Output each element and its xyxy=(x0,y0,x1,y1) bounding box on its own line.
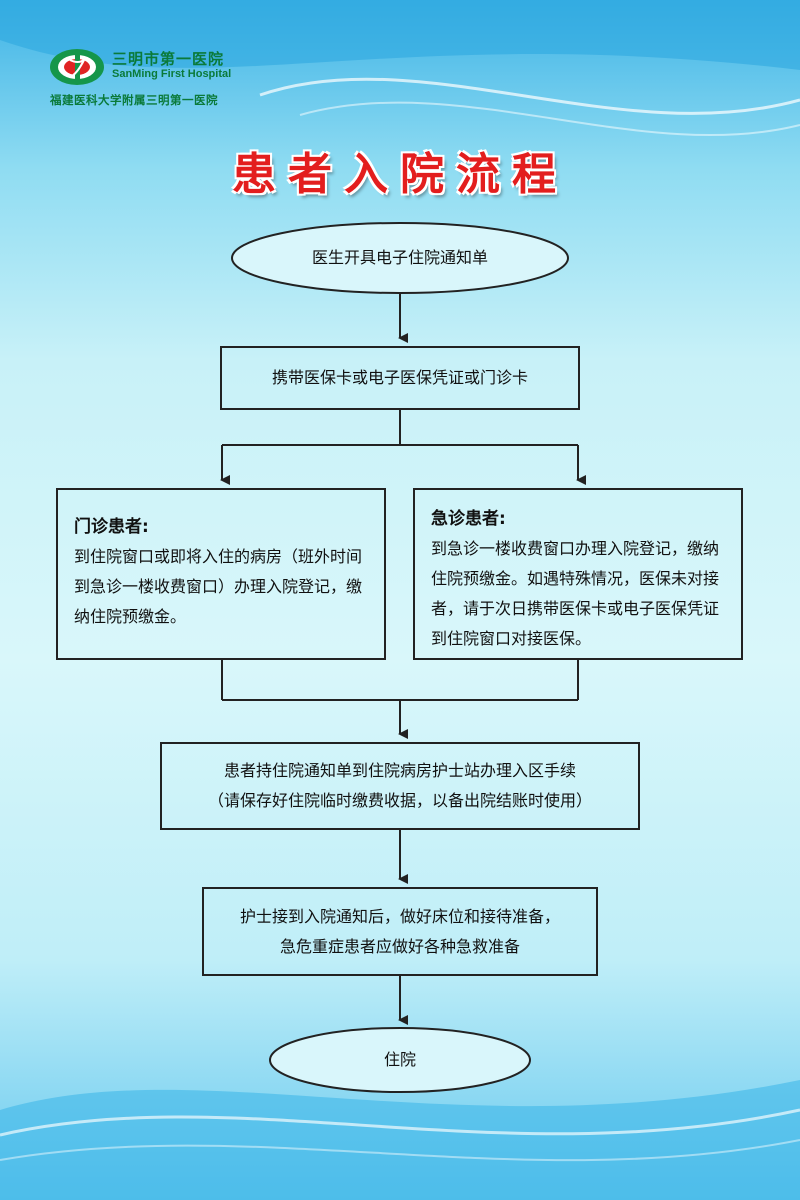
page-title: 患者入院流程 xyxy=(232,149,568,200)
hospital-name-en: SanMing First Hospital xyxy=(112,68,232,80)
step-ward-registration: 患者持住院通知单到住院病房护士站办理入区手续 （请保存好住院临时缴费收据，以备出… xyxy=(160,742,640,830)
outpatient-box: 门诊患者: 到住院窗口或即将入住的病房（班外时间到急诊一楼收费窗口）办理入院登记… xyxy=(56,488,386,660)
outpatient-heading: 门诊患者: xyxy=(74,517,149,537)
end-node: 住院 xyxy=(383,1050,416,1069)
hospital-logo: 三明市第一医院 SanMing First Hospital 福建医科大学附属三… xyxy=(48,44,248,114)
step-ward-registration-line1: 患者持住院通知单到住院病房护士站办理入区手续 xyxy=(223,761,576,780)
step-nurse-preparation: 护士接到入院通知后，做好床位和接待准备， 急危重症患者应做好各种急救准备 xyxy=(202,887,598,976)
hospital-affiliation: 福建医科大学附属三明第一医院 xyxy=(50,93,218,107)
connector-lines xyxy=(220,293,586,1025)
step-ward-registration-line2: （请保存好住院临时缴费收据，以备出院结账时使用） xyxy=(207,791,592,810)
step-nurse-preparation-line2: 急危重症患者应做好各种急救准备 xyxy=(279,936,520,956)
outpatient-body: 到住院窗口或即将入住的病房（班外时间到急诊一楼收费窗口）办理入院登记，缴纳住院预… xyxy=(74,547,363,626)
emergency-body: 到急诊一楼收费窗口办理入院登记，缴纳住院预缴金。如遇特殊情况，医保未对接者，请于… xyxy=(431,539,720,648)
step-carry-card: 携带医保卡或电子医保凭证或门诊卡 xyxy=(220,346,580,410)
emergency-box: 急诊患者: 到急诊一楼收费窗口办理入院登记，缴纳住院预缴金。如遇特殊情况，医保未… xyxy=(413,488,743,660)
start-node: 医生开具电子住院通知单 xyxy=(311,248,488,267)
step-nurse-preparation-line1: 护士接到入院通知后，做好床位和接待准备， xyxy=(239,906,560,926)
hospital-emblem-icon xyxy=(50,49,104,85)
end-ellipse xyxy=(269,1027,531,1093)
emergency-heading: 急诊患者: xyxy=(431,509,506,529)
hospital-name-cn: 三明市第一医院 xyxy=(112,50,225,68)
